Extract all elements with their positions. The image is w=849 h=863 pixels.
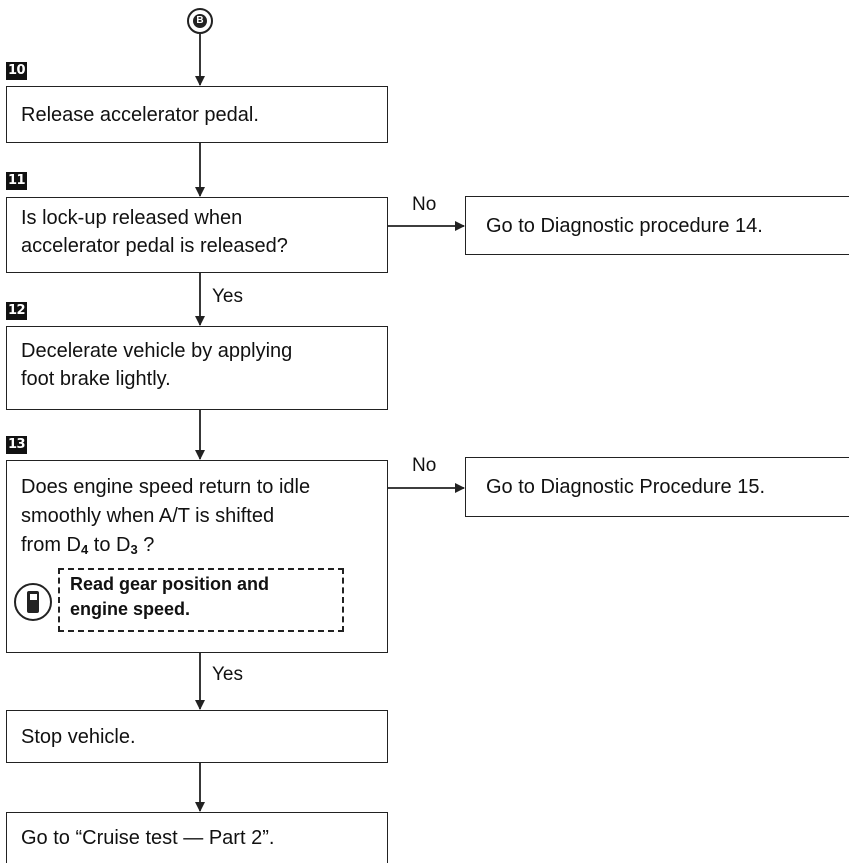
engine-q-line-3: from D4 to D3 ? bbox=[21, 531, 373, 560]
engine-q-sub-4: 4 bbox=[81, 542, 89, 557]
cruise-test-box: Go to “Cruise test — Part 2”. bbox=[6, 812, 388, 863]
scanner-note-line-1: Read gear position and bbox=[70, 574, 270, 594]
decelerate-box: Decelerate vehicle by applying foot brak… bbox=[6, 326, 388, 410]
step-number-13: 13 bbox=[6, 436, 28, 454]
stop-vehicle-box: Stop vehicle. bbox=[6, 710, 388, 763]
scanner-note-box: Read gear position and engine speed. bbox=[58, 568, 344, 632]
diag-15-box: Go to Diagnostic Procedure 15. bbox=[465, 457, 849, 517]
engine-q-line-2: smoothly when A/T is shifted bbox=[21, 505, 275, 527]
lockup-question-box: Is lock-up released when accelerator ped… bbox=[6, 197, 388, 273]
engine-q-from-d: from D bbox=[21, 534, 81, 556]
engine-q-line-1: Does engine speed return to idle bbox=[21, 476, 311, 498]
diag-15-text: Go to Diagnostic Procedure 15. bbox=[486, 476, 766, 498]
step-number-10: 10 bbox=[6, 62, 28, 80]
decelerate-line-1: Decelerate vehicle by applying bbox=[21, 340, 293, 362]
lockup-question-line-2: accelerator pedal is released? bbox=[21, 235, 288, 257]
decelerate-line-2: foot brake lightly. bbox=[21, 368, 171, 390]
engine-q-to-d: to D bbox=[88, 534, 131, 556]
cruise-test-text: Go to “Cruise test — Part 2”. bbox=[21, 827, 275, 849]
diag-14-text: Go to Diagnostic procedure 14. bbox=[486, 214, 763, 237]
no-label-11: No bbox=[412, 194, 437, 215]
step-number-11: 11 bbox=[6, 172, 28, 190]
engine-q-sub-3: 3 bbox=[130, 542, 138, 557]
handheld-tester-icon bbox=[14, 583, 52, 621]
no-label-13: No bbox=[412, 455, 437, 476]
engine-speed-question-box: Does engine speed return to idle smoothl… bbox=[6, 460, 388, 653]
release-pedal-text: Release accelerator pedal. bbox=[21, 103, 259, 126]
step-number-12: 12 bbox=[6, 302, 28, 320]
yes-label-11: Yes bbox=[212, 286, 243, 307]
release-pedal-box: Release accelerator pedal. bbox=[6, 86, 388, 143]
stop-vehicle-text: Stop vehicle. bbox=[21, 725, 136, 748]
lockup-question-line-1: Is lock-up released when bbox=[21, 207, 243, 229]
connector-b-label: B bbox=[193, 14, 207, 28]
yes-label-13: Yes bbox=[212, 664, 243, 685]
scanner-note-line-2: engine speed. bbox=[70, 599, 191, 619]
diag-14-box: Go to Diagnostic procedure 14. bbox=[465, 196, 849, 255]
connector-b: B bbox=[187, 8, 213, 34]
engine-q-question-mark: ? bbox=[137, 534, 155, 556]
